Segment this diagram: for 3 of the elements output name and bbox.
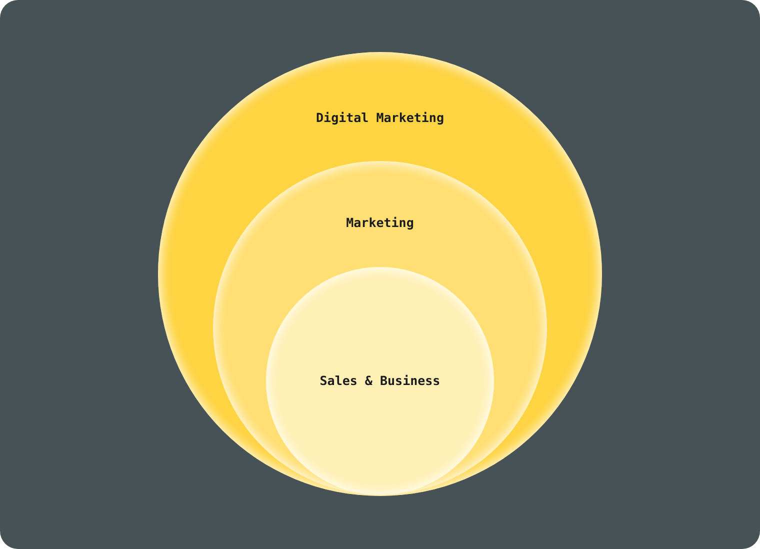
circle-label: Digital Marketing <box>316 110 444 125</box>
circle-label: Sales & Business <box>320 373 440 388</box>
circle-label: Marketing <box>346 215 414 230</box>
